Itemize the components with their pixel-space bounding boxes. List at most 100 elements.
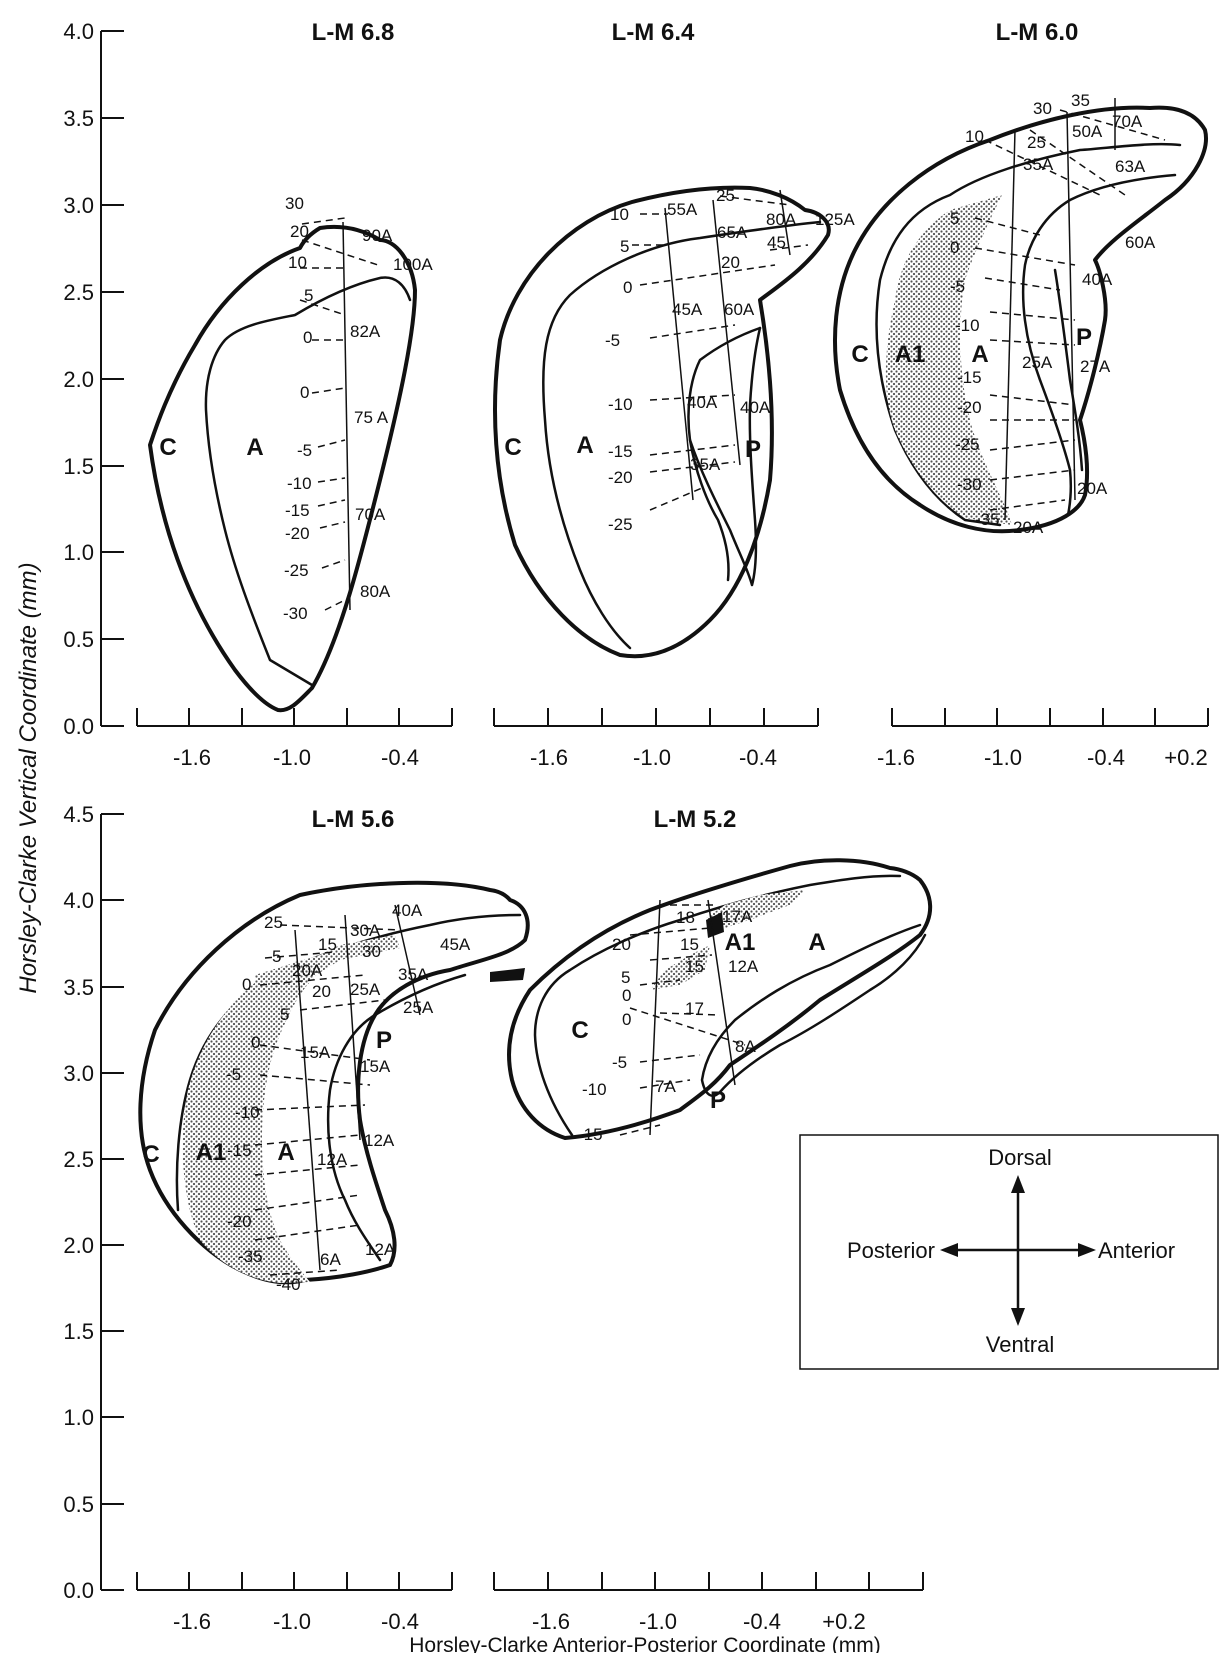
- panel-title: L-M 6.4: [612, 19, 695, 46]
- depth-label: -10: [235, 1103, 260, 1122]
- y-tick-label: 3.5: [63, 106, 94, 131]
- depth-label: -15: [957, 368, 982, 387]
- site-label: 25A: [1022, 353, 1053, 372]
- y-tick-label: 0.5: [63, 1492, 94, 1517]
- region-label: A: [971, 341, 988, 368]
- site-label: 45A: [672, 300, 703, 319]
- site-label: 35A: [690, 455, 721, 474]
- depth-label: -10: [608, 395, 633, 414]
- y-tick-label: 1.0: [63, 1405, 94, 1430]
- x-tick-label: -1.6: [532, 1609, 570, 1634]
- legend-anterior: Anterior: [1098, 1238, 1175, 1263]
- depth-label: -35: [238, 1247, 263, 1266]
- site-label: 20A: [1077, 479, 1108, 498]
- site-label: 15A: [360, 1057, 391, 1076]
- site-label: 40A: [1082, 270, 1113, 289]
- depth-label: 18: [676, 908, 695, 927]
- nucleus-outline: [150, 227, 415, 710]
- depth-label: -20: [957, 398, 982, 417]
- panel-lm-6-0: L-M 6.0 C A1 A P 30 35 10 25 5 0 -5 -10 …: [835, 19, 1206, 537]
- site-label: 40A: [740, 398, 771, 417]
- legend-dorsal: Dorsal: [988, 1145, 1052, 1170]
- site-label: 75 A: [354, 408, 389, 427]
- region-label: C: [571, 1017, 588, 1044]
- x-tick-label: -0.4: [739, 745, 777, 770]
- x-axis-label: Horsley-Clarke Anterior-Posterior Coordi…: [409, 1634, 880, 1653]
- region-label: A: [576, 432, 593, 459]
- site-label: 82A: [350, 322, 381, 341]
- y-tick-label: 0.0: [63, 1578, 94, 1603]
- y-tick-label: 1.5: [63, 1319, 94, 1344]
- depth-label: -25: [284, 561, 309, 580]
- y-tick-label: 3.0: [63, 1061, 94, 1086]
- depth-label: -20: [227, 1212, 252, 1231]
- site-label: 12A: [364, 1131, 395, 1150]
- depth-label: 35: [1071, 91, 1090, 110]
- depth-label: 25: [264, 913, 283, 932]
- y-tick-label: 2.0: [63, 1233, 94, 1258]
- depth-label: 15: [685, 957, 704, 976]
- region-label: P: [376, 1027, 392, 1054]
- depth-label: 20: [312, 982, 331, 1001]
- site-label: 35A: [1023, 155, 1054, 174]
- y-tick-label: 1.5: [63, 454, 94, 479]
- x-tick-label: -0.4: [743, 1609, 781, 1634]
- depth-label: -40: [276, 1275, 301, 1294]
- x-tick-label: -1.0: [633, 745, 671, 770]
- x-ruler-lm56: -1.6 -1.0 -0.4: [137, 1572, 452, 1634]
- depth-label: -25: [608, 515, 633, 534]
- depth-label: 0: [622, 1010, 631, 1029]
- top-y-axis: 4.0 3.5 3.0 2.5 2.0 1.5 1.0 0.5 0.0: [63, 19, 124, 739]
- site-label: 25A: [403, 998, 434, 1017]
- site-label: 15A: [300, 1043, 331, 1062]
- depth-label: 0: [300, 383, 309, 402]
- depth-label: 5: [280, 1005, 289, 1024]
- site-label: 80A: [766, 210, 797, 229]
- depth-label: -20: [285, 524, 310, 543]
- site-label: 70A: [1112, 112, 1143, 131]
- site-label: 45: [767, 233, 786, 252]
- x-ruler-lm64: -1.6 -1.0 -0.4: [494, 708, 818, 770]
- site-label: 12A: [365, 1240, 396, 1259]
- y-tick-label: 0.5: [63, 627, 94, 652]
- depth-label: 10: [965, 127, 984, 146]
- depth-label: -15: [227, 1141, 252, 1160]
- panel-lm-5-6: L-M 5.6 C A1 A P 25 15 5 0 20 30 5 0 -5 …: [140, 806, 527, 1294]
- site-label: 12A: [728, 957, 759, 976]
- x-tick-label: -0.4: [381, 745, 419, 770]
- depth-label: 5: [950, 209, 959, 228]
- site-label: 17A: [722, 907, 753, 926]
- depth-label: 15: [318, 935, 337, 954]
- x-tick-label: -1.0: [984, 745, 1022, 770]
- site-label: 35A: [398, 965, 429, 984]
- depth-label: -30: [957, 475, 982, 494]
- depth-label: -5: [612, 1053, 627, 1072]
- y-tick-label: 4.5: [63, 802, 94, 827]
- depth-label: -10: [287, 474, 312, 493]
- panel-lm-6-8: L-M 6.8 C A 30 20 10 5 0 0 -5 -10 -15 -2…: [150, 19, 433, 710]
- site-label: 27A: [1080, 357, 1111, 376]
- depth-label: -15: [285, 501, 310, 520]
- x-tick-label: +0.2: [822, 1609, 865, 1634]
- x-tick-label: -1.0: [273, 1609, 311, 1634]
- y-tick-label: 3.5: [63, 975, 94, 1000]
- depth-label: 17: [685, 999, 704, 1018]
- y-tick-label: 4.0: [63, 888, 94, 913]
- depth-label: -15: [608, 442, 633, 461]
- depth-label: -35: [975, 510, 1000, 529]
- region-label: A: [246, 434, 263, 461]
- depth-label: -20: [608, 468, 633, 487]
- depth-label: -10: [582, 1080, 607, 1099]
- depth-label: 0: [950, 238, 959, 257]
- site-label: 8A: [735, 1037, 756, 1056]
- y-tick-label: 2.5: [63, 280, 94, 305]
- site-label: 6A: [320, 1250, 341, 1269]
- site-label: 60A: [1125, 233, 1156, 252]
- y-tick-label: 0.0: [63, 714, 94, 739]
- legend-ventral: Ventral: [986, 1332, 1055, 1357]
- depth-label: 5: [621, 968, 630, 987]
- panel-title: L-M 5.2: [654, 806, 737, 833]
- depth-label: 10: [610, 205, 629, 224]
- nucleus-outline: [835, 108, 1206, 532]
